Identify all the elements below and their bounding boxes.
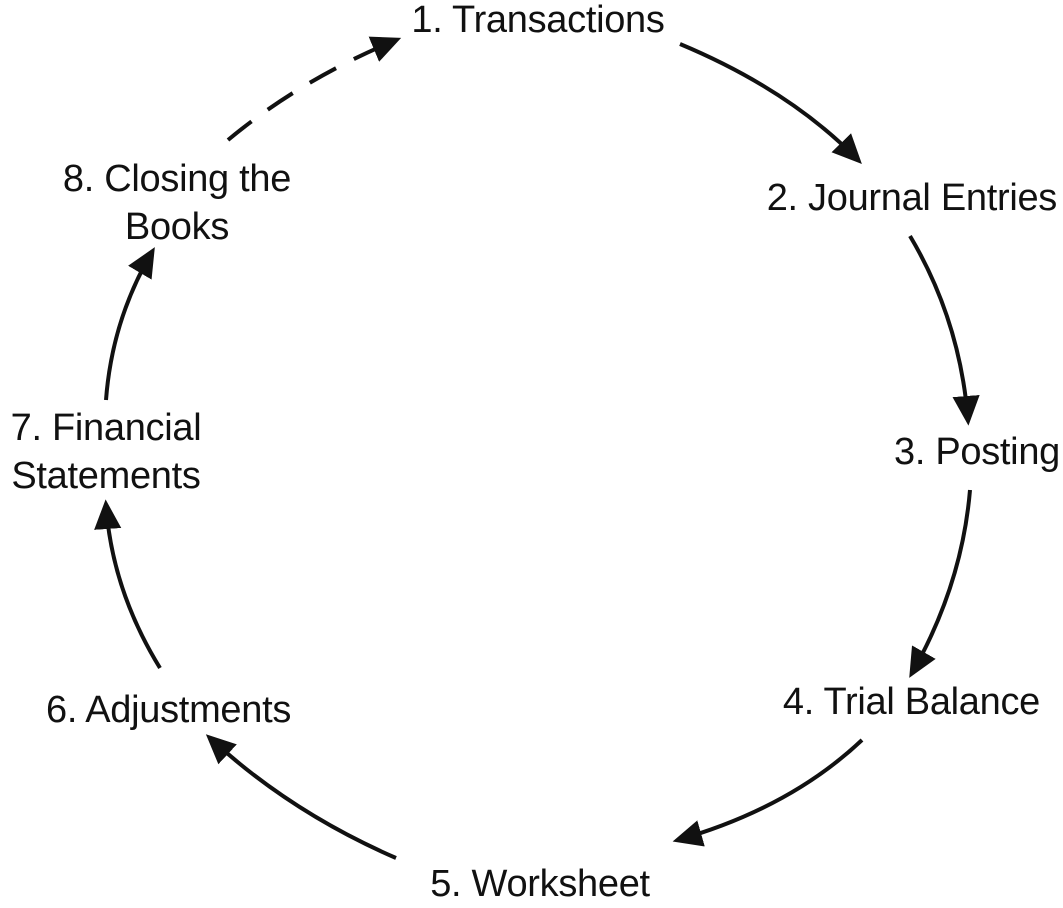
step-worksheet: 5. Worksheet	[430, 860, 650, 908]
step-transactions: 1. Transactions	[411, 0, 665, 44]
step-journal-entries-line-1: 2. Journal Entries	[766, 177, 1058, 219]
step-closing-the-books-line-2: Books	[124, 206, 230, 248]
step-trial-balance: 4. Trial Balance	[783, 678, 1040, 726]
step-financial-statements: 7. Financial Statements	[11, 404, 202, 500]
arrow-adjustments-to-financial-statements	[94, 499, 162, 670]
arrow-closing-to-transactions-dashed	[226, 36, 402, 142]
step-financial-statements-line-2: Statements	[11, 455, 201, 497]
arrow-posting-to-trial-balance	[909, 489, 972, 678]
step-closing-the-books-line-1: 8. Closing the	[62, 158, 292, 200]
arrow-financial-statements-to-closing	[104, 247, 155, 401]
step-closing-the-books: 8. Closing the Books	[63, 155, 291, 251]
step-adjustments: 6. Adjustments	[46, 686, 291, 734]
arrow-journal-entries-to-posting	[908, 234, 980, 426]
arrow-transactions-to-journal-entries	[679, 42, 862, 165]
arrow-trial-balance-to-worksheet	[672, 738, 864, 847]
arrow-worksheet-to-adjustments	[205, 734, 397, 860]
step-journal-entries: 2. Journal Entries	[766, 174, 1058, 222]
step-worksheet-line-1: 5. Worksheet	[430, 863, 650, 905]
step-trial-balance-line-1: 4. Trial Balance	[782, 681, 1040, 723]
step-adjustments-line-1: 6. Adjustments	[46, 689, 292, 731]
step-transactions-line-1: 1. Transactions	[411, 0, 665, 41]
step-posting-line-1: 3. Posting	[894, 431, 1060, 473]
step-financial-statements-line-1: 7. Financial	[10, 407, 202, 449]
step-posting: 3. Posting	[894, 428, 1060, 476]
